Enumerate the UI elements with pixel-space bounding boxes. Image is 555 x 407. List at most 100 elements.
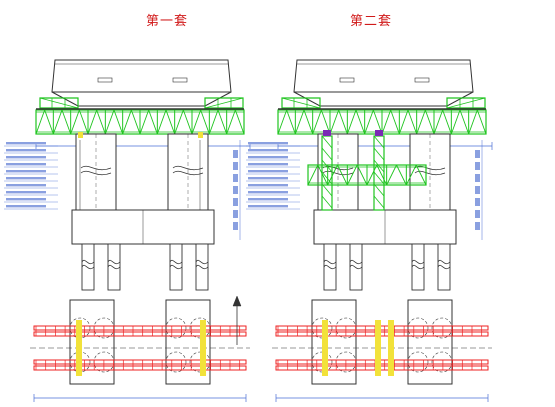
callout-text-mark [6,156,46,159]
callout-text-mark [248,163,288,166]
truss-diagonal [61,109,72,135]
truss-diagonal [217,109,228,135]
plan-yellow-bearing [322,320,328,376]
side-text-mark [475,198,480,206]
callout-text-mark [6,177,46,180]
callout-text-mark [6,198,46,201]
break-curve [169,259,183,265]
truss-diagonal [390,109,400,135]
break-curve [349,264,363,270]
truss-diagonal [398,109,409,135]
break-curve [195,259,209,265]
break-curve [411,259,425,265]
tower-cap-plate [375,130,383,136]
callout-text-mark [6,142,46,145]
truss-diagonal [376,164,388,186]
callout-text-mark [6,170,46,173]
tower-brace [373,135,385,149]
truss-diagonal [416,109,426,135]
break-curve [437,264,451,270]
pile-break [437,259,451,270]
side-text-mark [233,222,238,230]
plan-footing-left [311,299,357,385]
truss-diagonal [182,109,193,135]
pile-break [323,259,337,270]
truss-diagonal [407,109,418,135]
jack-left [78,132,83,138]
truss-diagonal [396,164,407,186]
truss-diagonal [424,109,435,135]
truss-diagonal [294,109,305,135]
plan-footing-right [407,299,453,385]
truss-diagonal [70,109,80,135]
tower-brace [373,147,385,161]
truss-diagonal [130,109,141,135]
truss-diagonal [415,164,427,186]
truss-diagonal [337,164,348,186]
truss-diagonal [35,109,46,135]
truss-diagonal [96,109,106,135]
pile-break [411,259,425,270]
pile-break [169,259,183,270]
truss-diagonal [87,109,98,135]
break-curve [437,259,451,265]
corbel-brace [281,97,321,109]
truss-diagonal [381,109,392,135]
callout-text-mark [248,184,288,187]
pile-break [195,259,209,270]
truss-diagonal [156,109,167,135]
callout-text-mark [6,184,46,187]
pile-break [349,259,363,270]
plan-pile [407,317,429,339]
break-curve [172,165,204,171]
side-text-mark [475,186,480,194]
break-curve [322,170,354,176]
side-text-mark [233,174,238,182]
plan-yellow-bearing [375,320,381,376]
callout-text-mark [6,163,46,166]
break-curve [195,264,209,270]
truss-diagonal [200,109,210,135]
callout-text-mark [248,170,288,173]
truss-diagonal [286,109,296,135]
truss-diagonal [307,164,319,186]
truss-diagonal [44,109,54,135]
pile [81,243,95,291]
title-first-set: 第一套 [146,14,189,29]
tower-brace [321,171,333,185]
callout-text-mark [248,205,288,208]
cap-beam-detail [339,77,355,83]
tower-brace [321,147,333,161]
truss-diagonal [433,109,444,135]
plan-red-beam [33,331,247,337]
callout-text-mark [248,142,288,145]
pile [169,243,183,291]
truss-diagonal [78,109,89,135]
pile [437,243,451,291]
break-curve [323,259,337,265]
corbel-brace [39,97,79,109]
truss-diagonal [356,164,368,186]
cap-beam-detail [172,77,188,83]
truss-diagonal [346,109,357,135]
break-curve [349,259,363,265]
truss-diagonal [405,164,417,186]
pile-break [81,259,95,270]
truss-diagonal [234,109,245,135]
right-corbel [446,97,486,109]
break-curve [81,264,95,270]
truss-diagonal [346,164,358,186]
tower-brace [373,183,385,197]
plan-yellow-bearing [200,320,206,376]
tower-brace [321,135,333,149]
corbel-box [204,97,244,109]
left-corbel [39,97,79,109]
plan-red-beam [33,365,247,371]
section-arrow [232,295,242,307]
cap-beam-detail [97,77,113,83]
break-curve [169,264,183,270]
break-curve [80,165,112,171]
truss-diagonal [122,109,132,135]
side-text-mark [475,150,480,158]
